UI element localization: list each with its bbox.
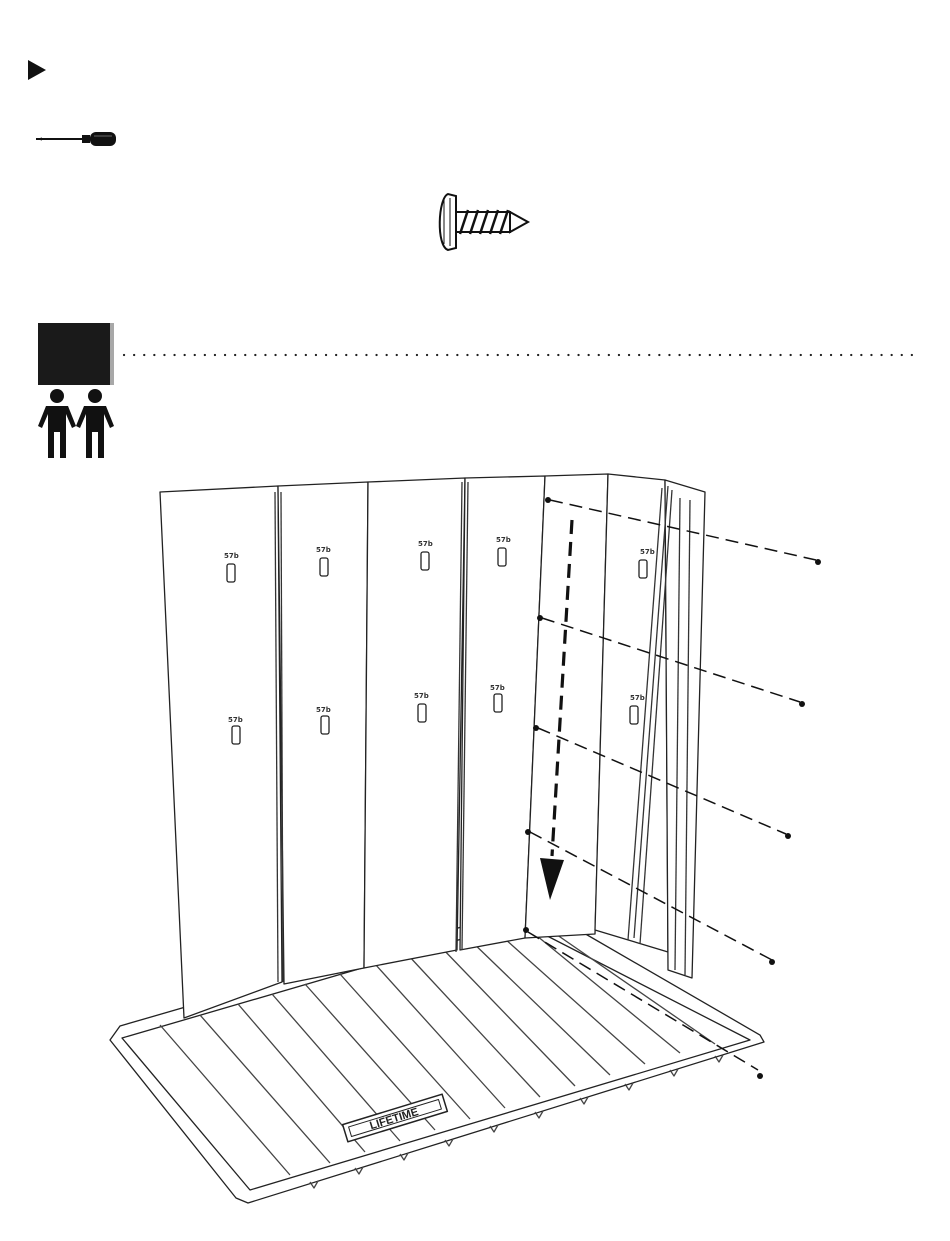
screwdriver-icon (34, 129, 120, 149)
panel-label: 57b (630, 694, 645, 702)
panel-label: 57b (228, 716, 243, 724)
panel-label: 57b (418, 540, 433, 548)
panel-label: 57b (224, 552, 239, 560)
assembly-illustration: 57b 57b 57b 57b 57b 57b 57b 57b 57b 57b … (100, 470, 900, 1210)
step-block-edge (110, 323, 114, 385)
step-number-box (38, 323, 114, 385)
panel-label: 57b (496, 536, 511, 544)
person-icon (76, 389, 114, 458)
two-persons-icon (36, 388, 118, 460)
panel-label: 57b (316, 546, 331, 554)
panel-label: 57b (490, 684, 505, 692)
step-number (38, 323, 110, 385)
play-arrow-icon (27, 59, 47, 81)
wall-panel (160, 474, 705, 1018)
panel-label: 57b (414, 692, 429, 700)
screw-icon (430, 190, 534, 254)
panel-label: 57b (316, 706, 331, 714)
panel-label: 57b (640, 548, 655, 556)
step-dotted-divider (122, 353, 922, 357)
person-icon (38, 389, 76, 458)
